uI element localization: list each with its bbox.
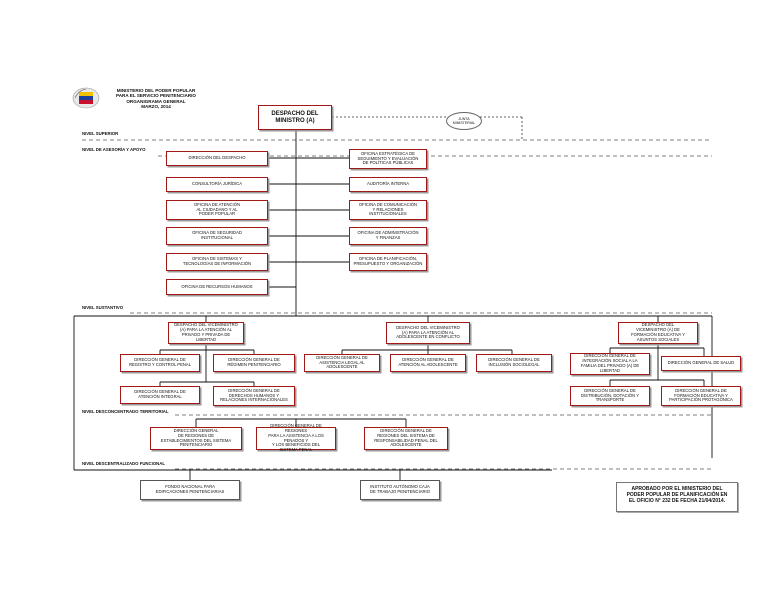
org-box-consultoria-juridica[interactable]: CONSULTORÍA JURÍDICA — [166, 177, 268, 192]
junta-ministerial-oval[interactable]: JUNTA MINISTERIAL — [446, 112, 482, 130]
level-label-superior: NIVEL SUPERIOR — [82, 131, 119, 136]
descentralizado-fondo-nacional[interactable]: FONDO NACIONAL PARA EDIFICACIONES PENITE… — [140, 480, 240, 500]
org-box-direccion-despacho[interactable]: DIRECCIÓN DEL DESPACHO — [166, 151, 268, 166]
desconcentrado-regiones-establecimientos[interactable]: DIRECCIÓN GENERAL DE REGIONES DE ESTABLE… — [150, 427, 242, 450]
org-box-atencion-ciudadano[interactable]: OFICINA DE ATENCIÓN AL CIUDADANO Y AL PO… — [166, 200, 268, 220]
vice2-dir-atencion-adolescente[interactable]: DIRECCIÓN GENERAL DE ATENCIÓN AL ADOLESC… — [390, 354, 466, 372]
vice1-despacho-box[interactable]: DESPACHO DEL VICEMINISTRO (A) PARA LA AT… — [168, 322, 244, 344]
level-label-descentralizado: NIVEL DESCENTRALIZADO FUNCIONAL — [82, 461, 165, 466]
vice3-dir-integracion-social[interactable]: DIRECCIÓN GENERAL DE INTEGRACIÓN SOCIAL … — [570, 353, 650, 375]
desconcentrado-regiones-adolescente[interactable]: DIRECCIÓN GENERAL DE REGIONES DEL SISTEM… — [364, 427, 448, 450]
vice2-dir-asistencia-legal[interactable]: DIRECCIÓN GENERAL DE ASISTENCIA LEGAL AL… — [304, 354, 380, 372]
org-box-oficina-estrategica[interactable]: OFICINA ESTRATÉGICA DE SEGUIMIENTO Y EVA… — [349, 149, 427, 169]
desconcentrado-regiones-asistencia[interactable]: DIRECCIÓN GENERAL DE REGIONES PARA LA AS… — [256, 423, 336, 452]
vice1-dir-atencion-integral[interactable]: DIRECCIÓN GENERAL DE ATENCIÓN INTEGRAL — [120, 386, 200, 404]
org-box-administracion-finanzas[interactable]: OFICINA DE ADMINISTRACIÓN Y FINANZAS — [349, 227, 427, 245]
ministry-logo — [71, 86, 101, 110]
vice1-dir-registro[interactable]: DIRECCIÓN GENERAL DE REGISTRO Y CONTROL … — [120, 354, 200, 372]
descentralizado-instituto-autonomo[interactable]: INSTITUTO AUTÓNOMO CAJA DE TRABAJO PENIT… — [360, 480, 440, 500]
vice3-despacho-box[interactable]: DESPACHO DEL VICEMINISTRO (A) DE FORMACI… — [618, 322, 698, 344]
org-box-sistemas-tecnologias[interactable]: OFICINA DE SISTEMAS Y TECNOLOGÍAS DE INF… — [166, 253, 268, 271]
hierarchy-lines — [73, 130, 713, 480]
chart-title: MINISTERIO DEL PODER POPULAR PARA EL SER… — [116, 88, 196, 110]
vice2-dir-inclusion[interactable]: DIRECCIÓN GENERAL DE INCLUSIÓN SOCIOLEGA… — [476, 354, 552, 372]
vice3-dir-salud[interactable]: DIRECCIÓN GENERAL DE SALUD — [661, 356, 741, 371]
vice3-dir-distribucion[interactable]: DIRECCIÓN GENERAL DE DISTRIBUCIÓN, DOTAC… — [570, 386, 650, 406]
despacho-ministro-box[interactable]: DESPACHO DEL MINISTRO (A) — [258, 105, 332, 130]
despacho-junta-link — [332, 116, 523, 140]
vice1-dir-regimen[interactable]: DIRECCIÓN GENERAL DE RÉGIMEN PENITENCIAR… — [213, 354, 295, 372]
vice3-dir-formacion-educativa[interactable]: DIRECCIÓN GENERAL DE FORMACIÓN EDUCATIVA… — [661, 386, 741, 406]
approval-note: APROBADO POR EL MINISTERIO DEL PODER POP… — [616, 482, 738, 512]
level-label-desconcentrado: NIVEL DESCONCENTRADO TERRITORIAL — [82, 409, 169, 414]
level-label-sustantivo: NIVEL SUSTANTIVO — [82, 305, 124, 310]
vice2-despacho-box[interactable]: DESPACHO DEL VICEMINISTRO (A) PARA LA AT… — [386, 322, 470, 344]
org-box-recursos-humanos[interactable]: OFICINA DE RECURSOS HUMANOS — [166, 279, 268, 295]
org-box-auditoria-interna[interactable]: AUDITORÍA INTERNA — [349, 177, 427, 192]
org-box-planificacion[interactable]: OFICINA DE PLANIFICACIÓN, PRESUPUESTO Y … — [349, 253, 427, 271]
level-label-asesoria: NIVEL DE ASESORÍA Y APOYO — [82, 147, 146, 152]
org-box-seguridad-institucional[interactable]: OFICINA DE SEGURIDAD INSTITUCIONAL — [166, 227, 268, 245]
vice1-dir-derechos-humanos[interactable]: DIRECCIÓN GENERAL DE DERECHOS HUMANOS Y … — [213, 386, 295, 406]
org-box-comunicacion[interactable]: OFICINA DE COMUNICACIÓN Y RELACIONES INS… — [349, 200, 427, 220]
